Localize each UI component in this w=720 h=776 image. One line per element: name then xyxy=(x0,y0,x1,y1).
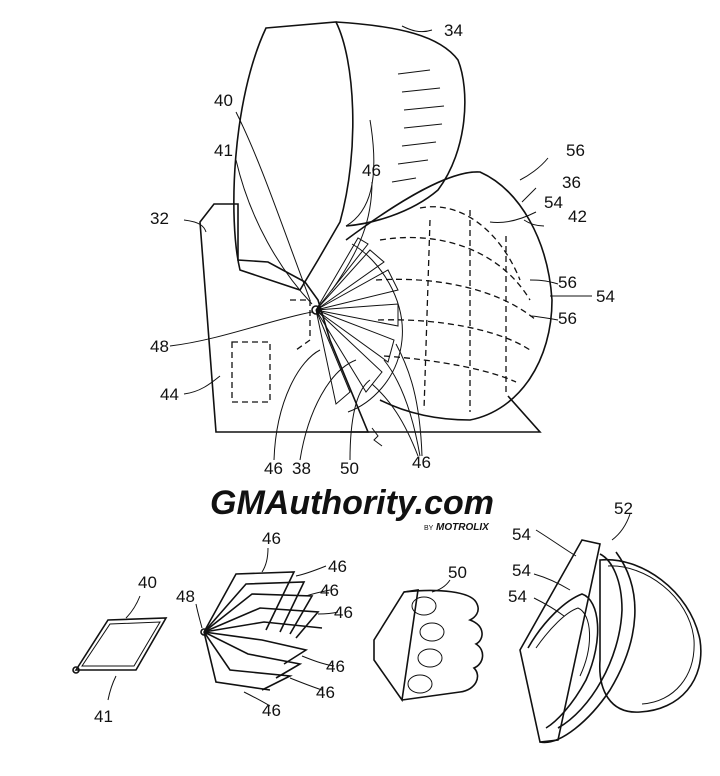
ref-46-f: 46 xyxy=(316,683,335,702)
ref-54-top: 54 xyxy=(544,193,563,212)
ref-40-lower: 40 xyxy=(138,573,157,592)
floor-line xyxy=(340,395,542,433)
break-line xyxy=(371,427,383,447)
pivot-48 xyxy=(311,305,321,315)
folded-cushion-part xyxy=(373,579,484,703)
watermark-brand: GMAuthority.com xyxy=(210,484,494,522)
ref-36: 36 xyxy=(562,173,581,192)
ref-46-b: 46 xyxy=(328,557,347,576)
ref-54-lower-c: 54 xyxy=(508,587,527,606)
ref-42: 42 xyxy=(568,207,587,226)
watermark: GMAuthority.com BY MOTROLIX xyxy=(210,484,494,533)
reference-numerals: 34 40 41 46 56 36 32 54 42 56 54 56 48 4… xyxy=(94,21,633,726)
ref-40-upper: 40 xyxy=(214,91,233,110)
ref-34: 34 xyxy=(444,21,463,40)
ref-32: 32 xyxy=(150,209,169,228)
airbag-cushion xyxy=(345,171,553,421)
watermark-prefix: BY xyxy=(424,525,434,532)
plate-part xyxy=(72,595,168,701)
fan-petals xyxy=(311,237,403,413)
ref-48-upper: 48 xyxy=(150,337,169,356)
ref-54-lower-b: 54 xyxy=(512,561,531,580)
ref-50-lower: 50 xyxy=(448,563,467,582)
headrest xyxy=(233,21,466,291)
ref-50-upper: 50 xyxy=(340,459,359,478)
folded-petals-part xyxy=(195,547,339,707)
ref-41-upper: 41 xyxy=(214,141,233,160)
watermark-sub: MOTROLIX xyxy=(436,522,490,533)
ref-38: 38 xyxy=(292,459,311,478)
ref-46-upper: 46 xyxy=(362,161,381,180)
ref-56-mid: 56 xyxy=(558,273,577,292)
ref-41-lower: 41 xyxy=(94,707,113,726)
ref-56-low: 56 xyxy=(558,309,577,328)
ref-46-a: 46 xyxy=(262,529,281,548)
upper-assembly xyxy=(199,21,553,447)
ref-52: 52 xyxy=(614,499,633,518)
upper-leaders xyxy=(169,25,592,461)
ref-46-g: 46 xyxy=(262,701,281,720)
ref-46-bottom-right: 46 xyxy=(412,453,431,472)
ref-56-top: 56 xyxy=(566,141,585,160)
ref-48-lower: 48 xyxy=(176,587,195,606)
ref-46-c: 46 xyxy=(320,581,339,600)
ref-46-e: 46 xyxy=(326,657,345,676)
nested-bands-part xyxy=(519,513,702,744)
ref-54-mid: 54 xyxy=(596,287,615,306)
ref-54-lower-a: 54 xyxy=(512,525,531,544)
ref-46-d: 46 xyxy=(334,603,353,622)
ref-44: 44 xyxy=(160,385,179,404)
ref-46-bottom-left: 46 xyxy=(264,459,283,478)
